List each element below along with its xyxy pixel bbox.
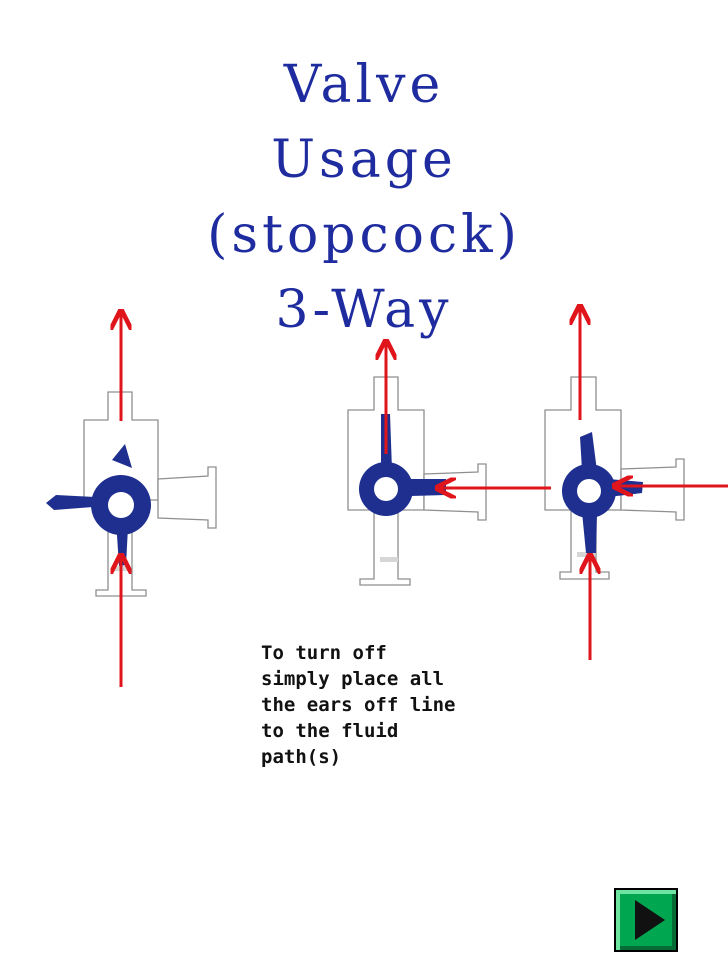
flow-arrows	[121, 308, 728, 687]
title-line-2: Usage	[271, 130, 457, 190]
next-button[interactable]	[614, 888, 678, 952]
instruction-text: To turn off simply place all the ears of…	[261, 642, 456, 768]
valve-right	[544, 376, 685, 580]
valve-middle	[347, 376, 487, 586]
title-line-1: Valve	[283, 55, 445, 115]
valve-left	[46, 391, 217, 597]
title-line-3: (stopcock)	[207, 205, 521, 265]
stopcock-handle	[46, 444, 151, 566]
page-title: Valve Usage (stopcock) 3-Way	[184, 48, 544, 348]
next-arrow-icon	[635, 900, 665, 940]
title-line-4: 3-Way	[275, 280, 453, 340]
